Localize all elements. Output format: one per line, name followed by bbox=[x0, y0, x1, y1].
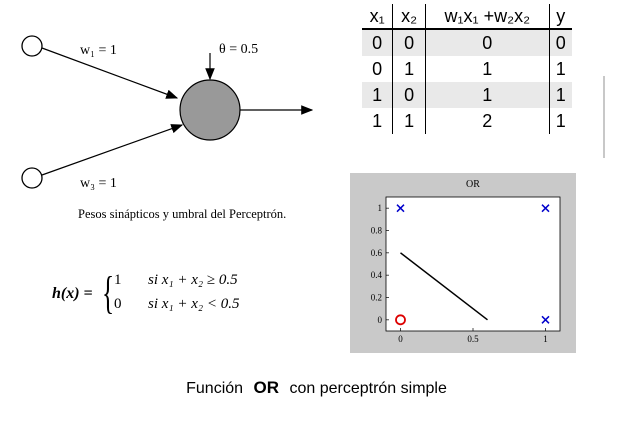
truth-table-header: x₁ x₂ w₁x₁ +w₂x₂ y bbox=[362, 4, 572, 30]
perceptron-caption: Pesos sinápticos y umbral del Perceptrón… bbox=[78, 207, 287, 221]
activation-formula: h(x) = { 1 si x₁ + x₂ ≥ 0.5 0 si x₁ + x₂… bbox=[52, 268, 292, 324]
threshold-label: θ = 0.5 bbox=[219, 42, 258, 57]
input-node-x1 bbox=[21, 35, 43, 57]
neuron-node bbox=[179, 79, 241, 141]
case1-condition: si x₁ + x₂ ≥ 0.5 bbox=[148, 272, 238, 288]
weight-edge-w1 bbox=[41, 47, 179, 99]
cell-y: 1 bbox=[549, 56, 572, 82]
y-tick-label: 0.2 bbox=[371, 293, 382, 303]
case2-condition: si x₁ + x₂ < 0.5 bbox=[148, 296, 240, 312]
data-point-o-marker bbox=[395, 314, 406, 326]
truth-table: x₁ x₂ w₁x₁ +w₂x₂ y 0 0 0 0 0 1 1 1 1 0 1… bbox=[362, 4, 572, 134]
plot-area bbox=[385, 196, 561, 332]
cell-x1: 1 bbox=[362, 108, 394, 134]
x-tick-label: 0.5 bbox=[467, 334, 479, 344]
cell-x2: 0 bbox=[392, 82, 426, 108]
cell-y: 1 bbox=[549, 108, 572, 134]
footer-caption: Función OR con perceptrón simple bbox=[0, 378, 633, 398]
case2-value: 0 bbox=[114, 296, 122, 312]
edge-divider bbox=[603, 76, 605, 158]
data-point-x-marker bbox=[541, 204, 550, 213]
data-point-x-marker bbox=[541, 315, 550, 324]
cell-y: 0 bbox=[549, 29, 572, 56]
formula-brace: { bbox=[102, 267, 115, 318]
cell-x1: 0 bbox=[362, 56, 394, 82]
or-plot: OR 0 0.5 1 0 0.2 0.4 0.6 0.8 1 bbox=[371, 179, 561, 344]
weight-label-w1: w₁ = 1 bbox=[80, 43, 117, 58]
cell-x2: 1 bbox=[392, 108, 426, 134]
cell-sum: 1 bbox=[425, 82, 550, 108]
cell-sum: 0 bbox=[425, 29, 550, 56]
footer-bold-or: OR bbox=[253, 378, 280, 397]
cell-y: 1 bbox=[549, 82, 572, 108]
cell-sum: 2 bbox=[425, 108, 550, 134]
header-x2: x₂ bbox=[392, 4, 426, 30]
weight-edge-w2 bbox=[41, 124, 184, 176]
y-tick-label: 0.4 bbox=[371, 270, 383, 280]
x-tick-label: 1 bbox=[543, 334, 548, 344]
cell-x1: 0 bbox=[362, 29, 394, 56]
weight-label-w2: w₃ = 1 bbox=[80, 176, 117, 191]
cell-sum: 1 bbox=[425, 56, 550, 82]
header-y: y bbox=[549, 4, 572, 30]
y-tick-label: 0 bbox=[378, 315, 383, 325]
case1-value: 1 bbox=[114, 272, 122, 288]
footer-prefix: Función bbox=[186, 380, 244, 397]
perceptron-diagram: w₁ = 1 w₃ = 1 θ = 0.5 bbox=[21, 35, 314, 191]
cell-x1: 1 bbox=[362, 82, 394, 108]
table-row: 1 0 1 1 bbox=[362, 82, 572, 108]
cell-x2: 1 bbox=[392, 56, 426, 82]
table-row: 0 1 1 1 bbox=[362, 56, 572, 82]
table-row: 1 1 2 1 bbox=[362, 108, 572, 134]
decision-boundary-line bbox=[400, 252, 488, 321]
formula-lhs: h(x) = bbox=[52, 285, 93, 302]
y-tick-label: 1 bbox=[378, 203, 383, 213]
header-x1: x₁ bbox=[362, 4, 394, 30]
cell-x2: 0 bbox=[392, 29, 426, 56]
header-weighted-sum: w₁x₁ +w₂x₂ bbox=[425, 4, 550, 30]
y-tick-label: 0.6 bbox=[371, 248, 383, 258]
input-node-x2 bbox=[21, 167, 43, 189]
footer-suffix: con perceptrón simple bbox=[289, 380, 447, 397]
y-tick-label: 0.8 bbox=[371, 226, 383, 236]
chart-title: OR bbox=[466, 179, 480, 190]
data-point-x-marker bbox=[396, 204, 405, 213]
table-row: 0 0 0 0 bbox=[362, 29, 572, 56]
x-tick-label: 0 bbox=[398, 334, 403, 344]
